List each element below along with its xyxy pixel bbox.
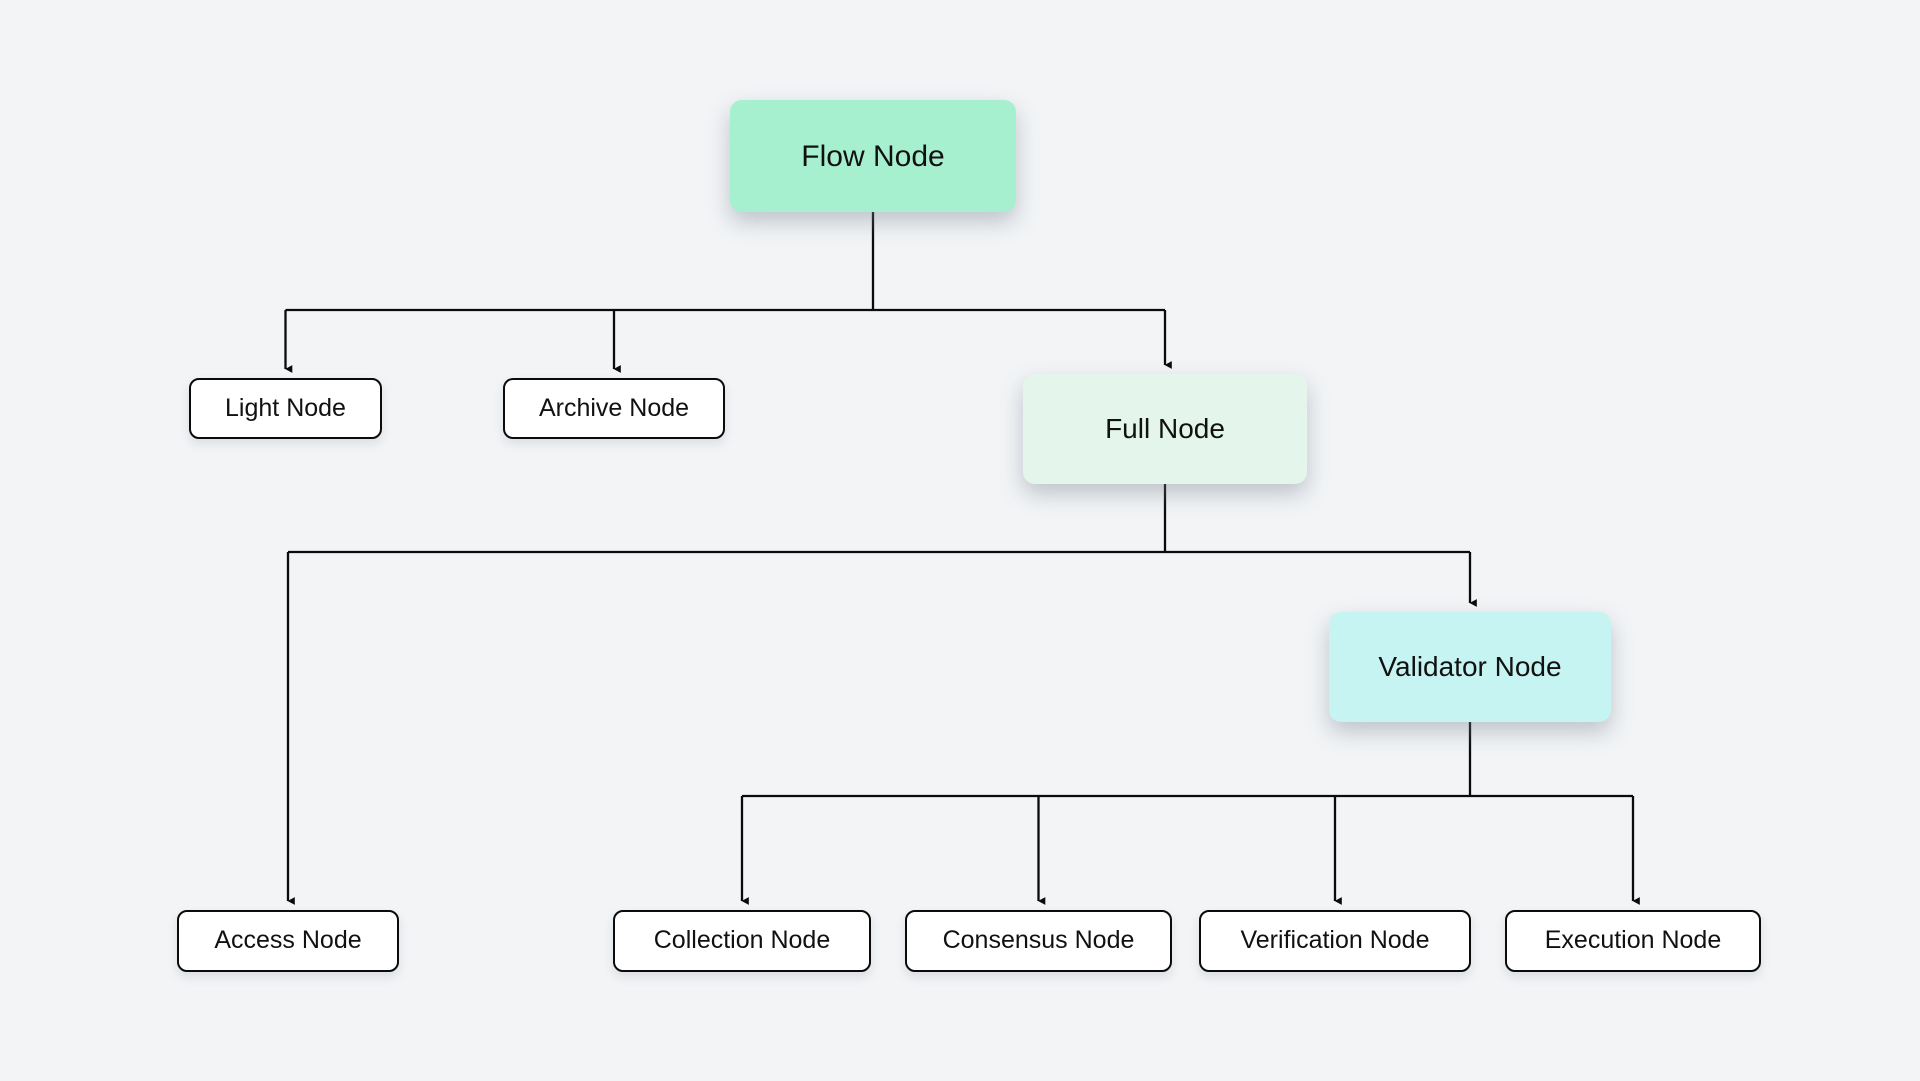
node-label: Collection Node xyxy=(653,926,831,955)
node-verification-node[interactable]: Verification Node xyxy=(1199,910,1471,972)
node-label: Archive Node xyxy=(538,393,690,422)
node-consensus-node[interactable]: Consensus Node xyxy=(905,910,1172,972)
node-flow-node[interactable]: Flow Node xyxy=(730,100,1016,212)
node-label: Consensus Node xyxy=(942,926,1135,955)
node-collection-node[interactable]: Collection Node xyxy=(613,910,871,972)
node-label: Execution Node xyxy=(1544,926,1722,955)
node-label: Verification Node xyxy=(1240,926,1430,955)
node-execution-node[interactable]: Execution Node xyxy=(1505,910,1761,972)
node-label: Full Node xyxy=(1105,412,1225,444)
node-label: Access Node xyxy=(214,926,362,955)
node-access-node[interactable]: Access Node xyxy=(177,910,399,972)
node-label: Validator Node xyxy=(1378,650,1562,682)
node-light-node[interactable]: Light Node xyxy=(189,378,382,439)
node-label: Light Node xyxy=(225,393,346,422)
node-validator-node[interactable]: Validator Node xyxy=(1329,612,1611,722)
node-archive-node[interactable]: Archive Node xyxy=(503,378,725,439)
node-label: Flow Node xyxy=(801,139,945,173)
node-full-node[interactable]: Full Node xyxy=(1023,374,1307,484)
